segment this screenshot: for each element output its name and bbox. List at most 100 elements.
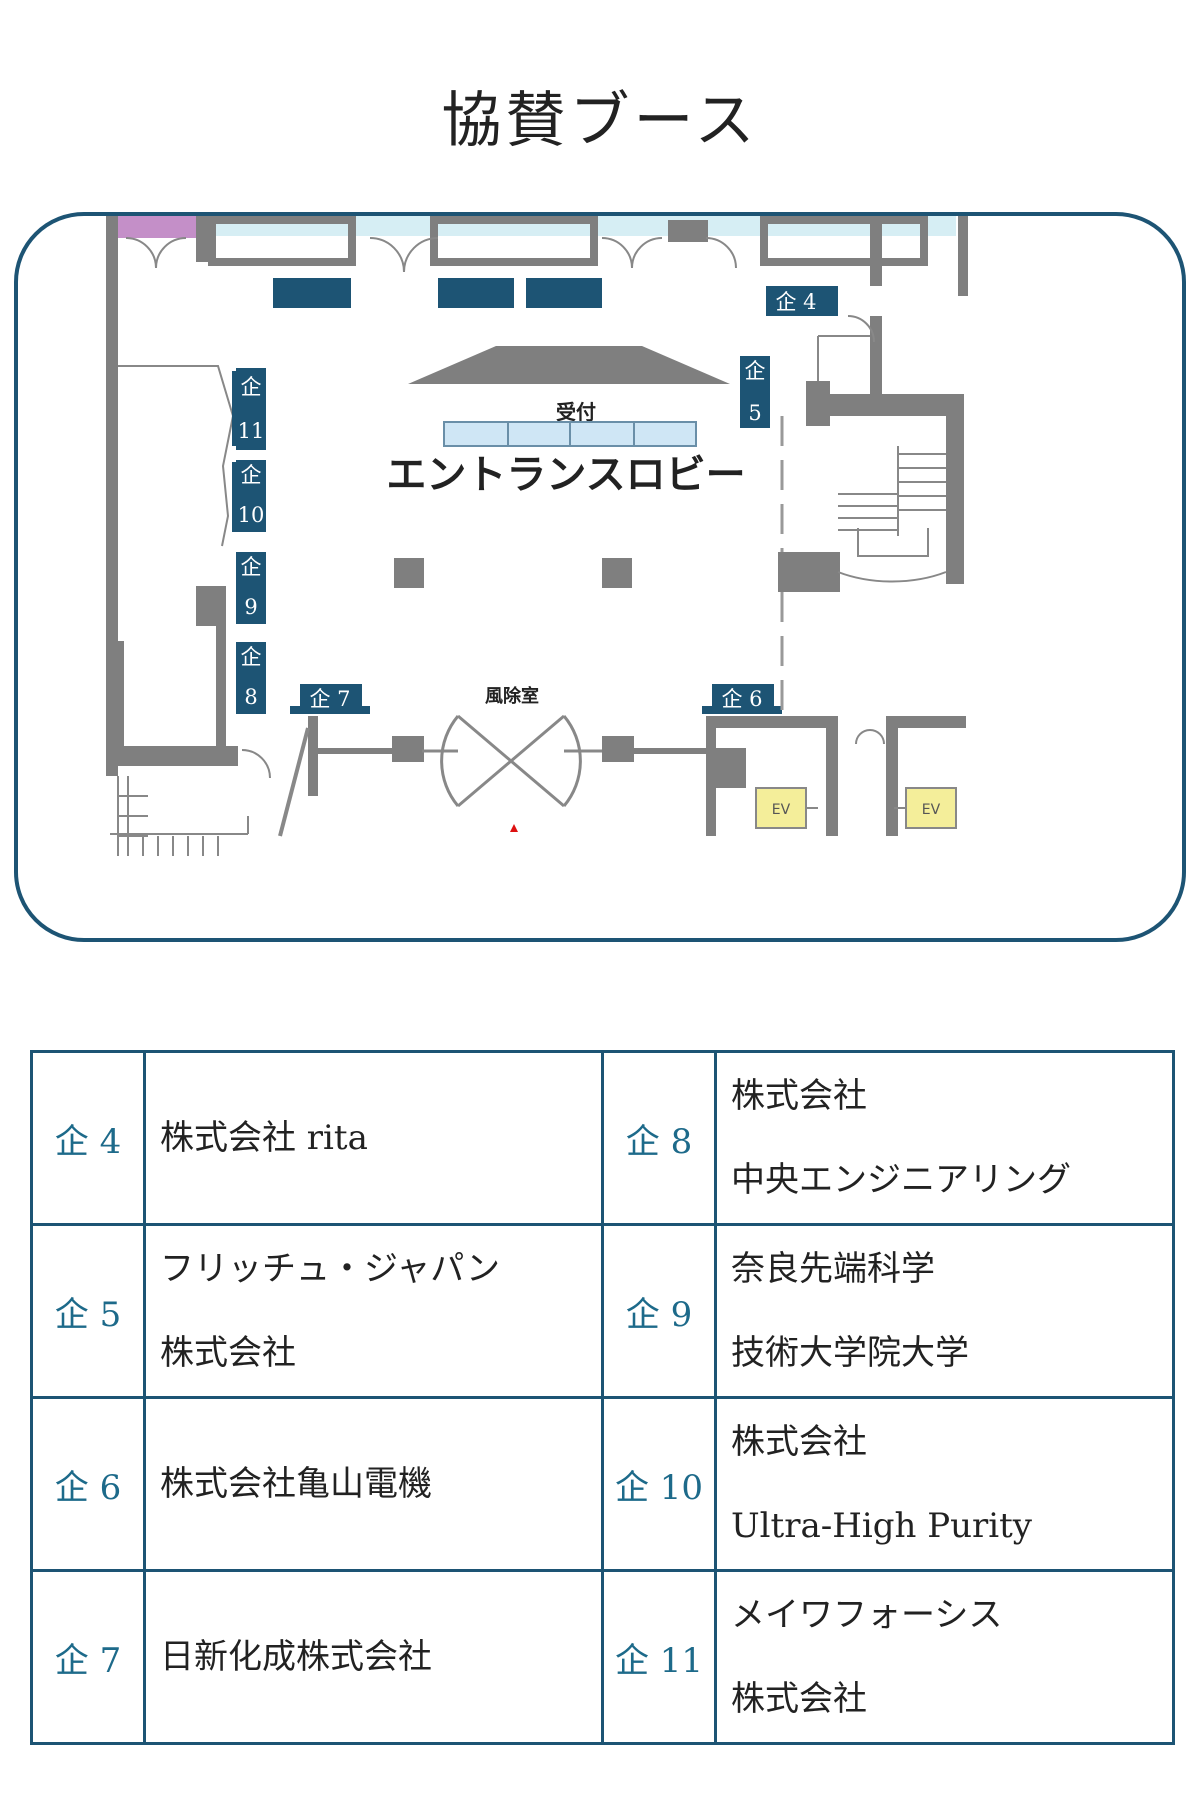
booth-6-label: 企 6	[721, 687, 762, 711]
pillar	[602, 736, 634, 762]
booth-code: 企 10	[601, 1396, 717, 1572]
sponsor-name-line: 株式会社	[731, 1422, 867, 1462]
wall-segment	[806, 381, 830, 426]
door-swing	[369, 237, 439, 273]
sponsor-table: 企 4 株式会社 rita 企 8 株式会社 中央エンジニアリング 企 5 フリ…	[30, 1050, 1175, 1745]
table-row: 企 7 日新化成株式会社 企 11 メイワフォーシス 株式会社	[30, 1569, 1175, 1745]
wall-segment	[114, 746, 238, 766]
wall-segment	[208, 216, 356, 266]
wall-segment	[716, 748, 746, 788]
booth-8-label-bottom: 8	[244, 685, 257, 709]
floor-map: 企 4 受付 エントランスロビー 企 11 企 10 企 9 企 8 企 7	[14, 212, 1186, 942]
stairs-left	[110, 776, 249, 856]
pillar	[602, 558, 632, 588]
sponsor-name-line: 技術大学院大学	[731, 1333, 969, 1373]
wall-segment	[216, 586, 226, 766]
booth-unlabeled	[438, 278, 514, 308]
booth-11-body	[236, 368, 266, 450]
wall-segment	[760, 216, 928, 266]
booth-code: 企 7	[30, 1569, 146, 1745]
door-swing	[601, 237, 663, 269]
wall-segment	[308, 716, 318, 796]
booth-8-label-top: 企	[241, 645, 262, 669]
sponsor-name: 日新化成株式会社	[143, 1569, 604, 1745]
sponsor-name: メイワフォーシス 株式会社	[714, 1569, 1175, 1745]
booth-code: 企 9	[601, 1223, 717, 1399]
booth-5-label-top: 企	[745, 359, 766, 383]
pillar	[778, 552, 840, 592]
booth-9	[236, 552, 266, 624]
sponsor-name: 株式会社 Ultra-High Purity	[714, 1396, 1175, 1572]
booth-10	[236, 460, 266, 532]
sponsor-name-line: Ultra-High Purity	[731, 1506, 1032, 1546]
sponsor-name: 株式会社亀山電機	[143, 1396, 604, 1572]
sponsor-name-line: 日新化成株式会社	[160, 1637, 432, 1677]
revolving-door	[422, 714, 602, 808]
wall-segment	[870, 316, 882, 398]
door-swing	[125, 237, 187, 269]
sponsor-name: 奈良先端科学 技術大学院大学	[714, 1223, 1175, 1399]
booth-10-label-bottom: 10	[238, 503, 265, 527]
door-swing	[817, 315, 875, 381]
sponsor-name-line: メイワフォーシス	[731, 1595, 1003, 1635]
sponsor-name-line: 株式会社亀山電機	[160, 1464, 432, 1504]
sponsor-name-line: 株式会社	[160, 1333, 296, 1373]
sponsor-name-line: 株式会社 rita	[160, 1118, 368, 1158]
elevator-2	[905, 787, 957, 829]
booth-11-label-top: 企	[241, 375, 262, 399]
table-row: 企 5 フリッチュ・ジャパン 株式会社 企 9 奈良先端科学 技術大学院大学	[30, 1223, 1175, 1399]
booth-5-label-bottom: 5	[748, 401, 761, 425]
elevator-1	[755, 787, 807, 829]
booth-9-label-top: 企	[241, 555, 262, 579]
sponsor-name: 株式会社 rita	[143, 1050, 604, 1226]
stairs-right	[837, 446, 947, 583]
booth-code: 企 5	[30, 1223, 146, 1399]
north-marker	[510, 824, 518, 832]
booth-7-base	[290, 706, 370, 714]
sponsor-name-line: フリッチュ・ジャパン	[160, 1249, 500, 1289]
purple-door-area	[106, 216, 196, 238]
table-row: 企 4 株式会社 rita 企 8 株式会社 中央エンジニアリング	[30, 1050, 1175, 1226]
corridor-line	[118, 365, 235, 547]
angled-wall	[278, 727, 310, 837]
wall-segment	[114, 641, 124, 751]
elevator-2-label: EV	[922, 802, 941, 818]
booth-4	[766, 286, 838, 316]
sponsor-name-line: 中央エンジニアリング	[731, 1160, 1071, 1200]
wall-segment	[870, 216, 882, 286]
booth-code: 企 8	[601, 1050, 717, 1226]
pillar	[392, 736, 424, 762]
west-wall	[106, 216, 118, 776]
stage-podium	[408, 346, 730, 384]
table-row: 企 6 株式会社亀山電機 企 10 株式会社 Ultra-High Purity	[30, 1396, 1175, 1572]
door-swing	[705, 237, 737, 269]
booth-5	[740, 356, 770, 428]
booth-unlabeled	[526, 278, 602, 308]
wall-segment	[946, 394, 964, 584]
wall-segment	[706, 716, 716, 836]
wall-segment	[886, 716, 966, 728]
sponsor-name-line: 株式会社	[731, 1076, 867, 1116]
booth-unlabeled	[273, 278, 351, 308]
booth-code: 企 11	[601, 1569, 717, 1745]
booth-11-label-bottom: 11	[238, 419, 265, 443]
floor-plan-svg: 企 4 受付 エントランスロビー 企 11 企 10 企 9 企 8 企 7	[106, 216, 968, 856]
wall-segment	[958, 216, 968, 296]
booth-7-label: 企 7	[309, 687, 350, 711]
pillar	[394, 558, 424, 588]
wall-segment	[826, 716, 838, 836]
wall-segment	[430, 216, 598, 266]
sponsor-name: フリッチュ・ジャパン 株式会社	[143, 1223, 604, 1399]
wall-segment	[806, 394, 946, 416]
door-swing	[855, 729, 885, 745]
booth-6-base	[702, 706, 782, 714]
wall-segment	[886, 716, 898, 836]
sponsor-name: 株式会社 中央エンジニアリング	[714, 1050, 1175, 1226]
vestibule-label: 風除室	[485, 685, 539, 707]
sponsor-name-line: 奈良先端科学	[731, 1249, 935, 1289]
page-title: 協賛ブース	[441, 86, 759, 156]
booth-10-label-top: 企	[241, 463, 262, 487]
booth-code: 企 4	[30, 1050, 146, 1226]
booth-4-label: 企 4	[775, 290, 816, 314]
booth-9-label-bottom: 9	[244, 595, 257, 619]
